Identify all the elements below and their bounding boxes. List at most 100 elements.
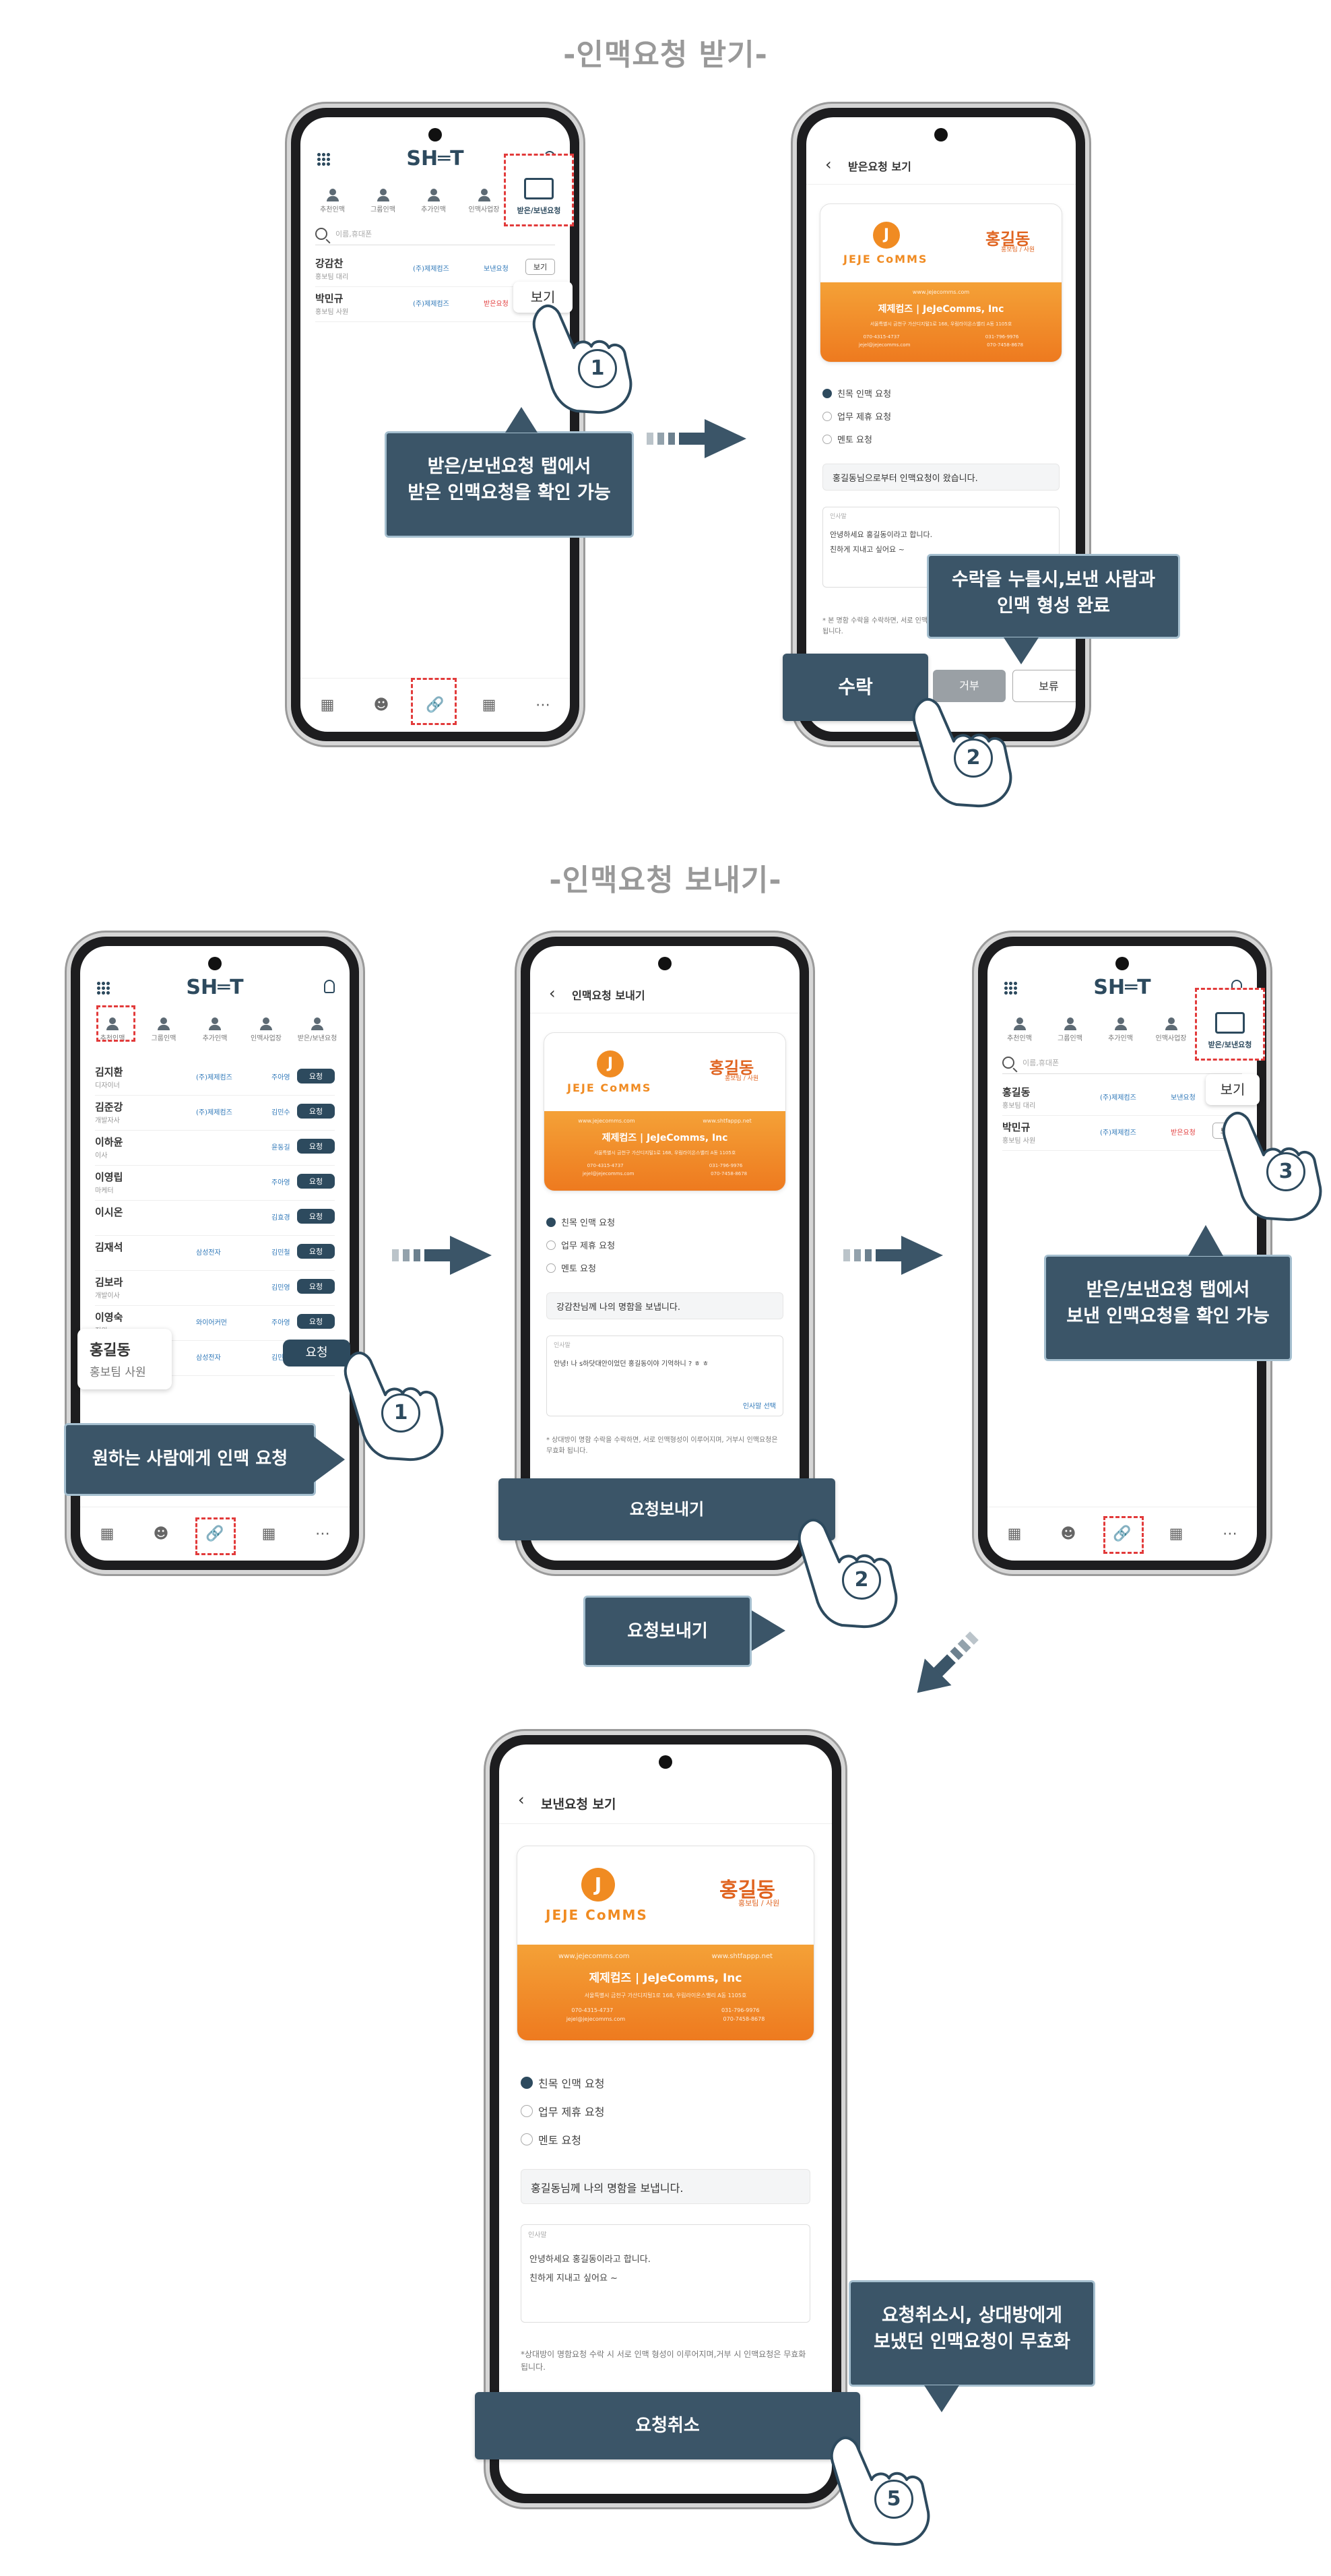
link-icon[interactable]: 🔗 [426,697,445,714]
option-mentor[interactable]: 멘토 요청 [546,1261,596,1274]
tab-added[interactable]: 추가인맥 [410,189,457,214]
reject-button[interactable]: 거부 [933,670,1006,702]
request-button-zoom[interactable]: 요청 [283,1340,350,1366]
tab-recommended[interactable]: 추천인맥 [309,189,356,214]
back-icon[interactable]: ‹ [518,1790,525,1809]
bell-icon[interactable] [324,980,335,993]
tab-business[interactable]: 인맥사업장 [461,189,508,214]
option-business[interactable]: 업무 제휴 요청 [546,1238,615,1251]
option-friend[interactable]: 친목 인맥 요청 [521,2075,605,2091]
more-icon[interactable]: ⋯ [1223,1526,1237,1542]
card-list-icon [309,1017,326,1031]
view-button[interactable]: 보기 [525,259,555,275]
tab-received-sent[interactable]: 받은/보낸요청 [504,154,574,226]
callout-tail [1188,1225,1223,1256]
tab-received-sent[interactable]: 받은/보낸요청 [294,1017,341,1042]
person-add-icon [425,189,443,202]
request-message: 강감찬님께 나의 명함을 보냅니다. [546,1292,783,1319]
greeting-input[interactable]: 인사말 안녕! 나 s하닷대안이었던 홍길동이야 기억하니 ? ㅎ ㅎ 인사말 … [546,1336,783,1416]
tab-recommended[interactable]: 추천인맥 [89,1017,136,1042]
callout-tail [752,1610,785,1651]
tab-group[interactable]: 그룹인맥 [140,1017,187,1042]
request-button[interactable]: 요청 [297,1244,335,1259]
person-icon[interactable]: ☻ [373,697,389,714]
link-icon[interactable]: 🔗 [205,1526,224,1542]
grid-menu-icon[interactable] [317,152,330,166]
request-button[interactable]: 요청 [297,1279,335,1294]
view-button-zoom[interactable]: 보기 [1206,1074,1260,1105]
building-icon[interactable]: ▦ [482,697,496,714]
bottom-nav: ▦ ☻ 🔗 ▦ ⋯ [987,1507,1257,1561]
option-friend[interactable]: 친목 인맥 요청 [546,1216,615,1228]
app-logo: SH═T [1093,976,1151,999]
tab-group[interactable]: 그룹인맥 [360,189,407,214]
search-input[interactable]: 이름,휴대폰 [315,225,555,245]
callout-tail [924,2385,959,2412]
callout-tail [314,1437,345,1482]
person-icon[interactable]: ☻ [153,1526,169,1542]
tab-added[interactable]: 추가인맥 [1097,1017,1144,1042]
more-icon[interactable]: ⋯ [535,697,550,714]
request-button[interactable]: 요청 [297,1209,335,1224]
tab-received-sent[interactable]: 받은/보낸요청 [1195,988,1265,1061]
building-icon[interactable]: ▦ [1169,1526,1183,1542]
request-button[interactable]: 요청 [297,1139,335,1154]
tab-added[interactable]: 추가인맥 [191,1017,238,1042]
request-button[interactable]: 요청 [297,1104,335,1119]
tab-business[interactable]: 인맥사업장 [1148,1017,1195,1042]
request-button[interactable]: 요청 [297,1174,335,1189]
option-business[interactable]: 업무 제휴 요청 [822,410,891,422]
callout-send: 요청보내기 [583,1596,752,1667]
greeting-memo: 인사말 안녕하세요 홍길동이라고 합니다. 친하게 지내고 싶어요 ~ [521,2224,810,2323]
group-icon [1062,1017,1079,1031]
cancel-request-button[interactable]: 요청취소 [475,2392,860,2459]
building-icon[interactable]: ▦ [261,1526,276,1542]
tab-business[interactable]: 인맥사업장 [242,1017,290,1042]
option-friend[interactable]: 친목 인맥 요청 [822,387,891,400]
accept-button[interactable]: 수락 [783,654,928,721]
request-button[interactable]: 요청 [297,1314,335,1329]
option-mentor[interactable]: 멘토 요청 [521,2131,581,2147]
back-icon[interactable]: ‹ [825,155,832,174]
grid-menu-icon[interactable] [1004,981,1017,995]
person-icon[interactable]: ☻ [1060,1526,1076,1542]
hold-button[interactable]: 보류 [1012,670,1076,702]
person-icon [1011,1017,1029,1031]
search-input[interactable]: 이름,휴대폰 [1002,1054,1242,1074]
option-business[interactable]: 업무 제휴 요청 [521,2103,605,2119]
more-icon[interactable]: ⋯ [315,1526,330,1542]
camera [658,957,672,970]
link-icon[interactable]: 🔗 [1113,1526,1132,1542]
callout-request: 원하는 사람에게 인맥 요청 [64,1423,316,1496]
grid-menu-icon[interactable] [96,981,110,995]
send-request-button[interactable]: 요청보내기 [498,1478,835,1540]
group-icon [155,1017,172,1031]
greeting-select-link[interactable]: 인사말 선택 [742,1403,776,1410]
option-mentor[interactable]: 멘토 요청 [822,433,872,445]
tab-group[interactable]: 그룹인맥 [1047,1017,1094,1042]
request-button[interactable]: 요청 [297,1069,335,1083]
card-icon[interactable]: ▦ [320,697,335,714]
tab-recommended[interactable]: 추천인맥 [996,1017,1043,1042]
section-title-send: -인맥요청 보내기- [549,863,782,898]
header: ‹인맥요청 보내기 [530,973,800,1013]
card-icon[interactable]: ▦ [1007,1526,1022,1542]
back-icon[interactable]: ‹ [549,984,556,1003]
nav-highlight [195,1517,236,1555]
arrow-right-icon [647,419,746,458]
card-icon[interactable]: ▦ [100,1526,115,1542]
